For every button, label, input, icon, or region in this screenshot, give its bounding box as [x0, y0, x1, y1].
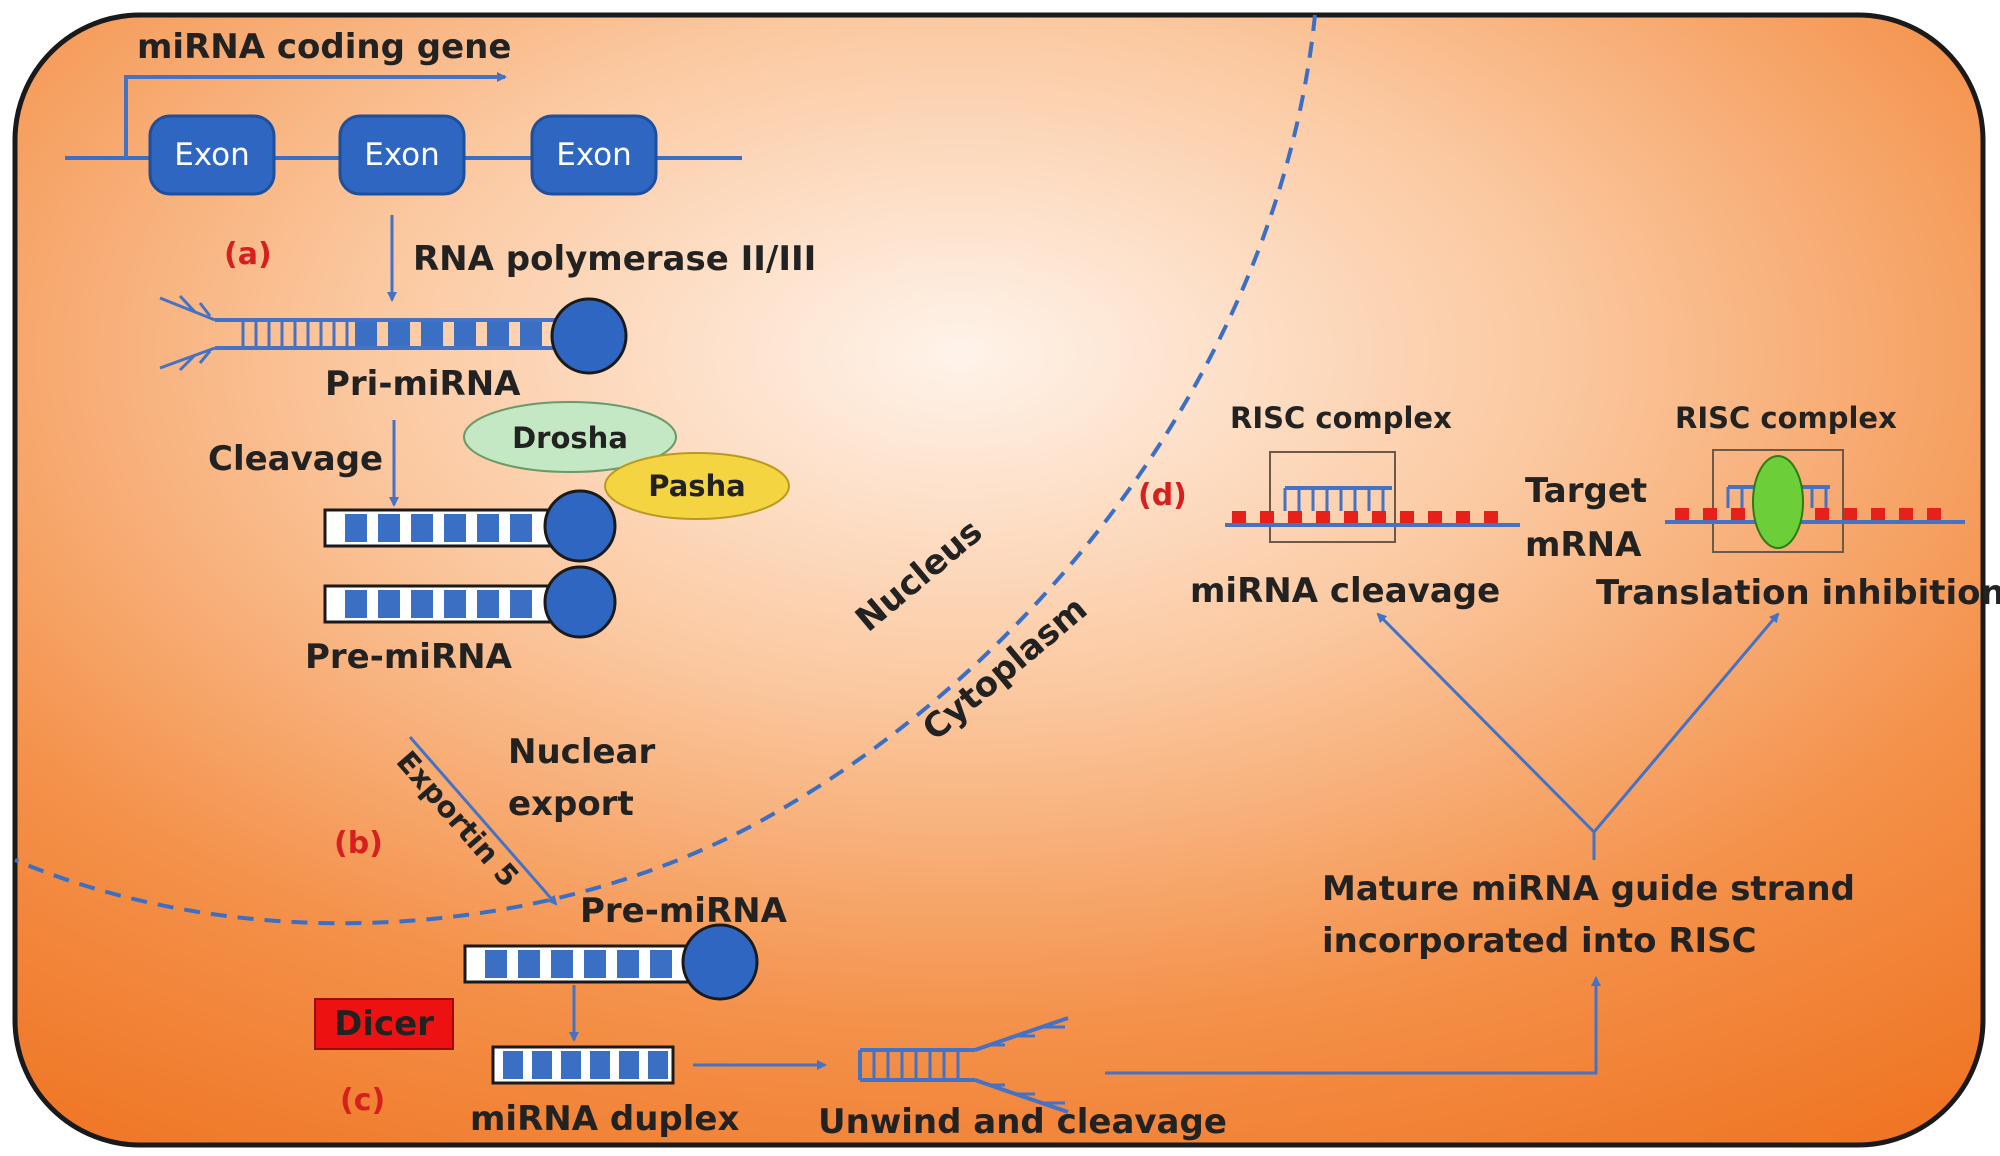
- exon-3: Exon: [530, 114, 658, 196]
- pri-mirna-hairpin: [159, 294, 628, 375]
- step-b-label: (b): [334, 826, 383, 861]
- pre-mirna-hairpin-1: [323, 489, 617, 563]
- target-mrna-line2: mRNA: [1525, 525, 1642, 565]
- unwind-label: Unwind and cleavage: [818, 1102, 1227, 1142]
- pri-mirna-label: Pri-miRNA: [325, 364, 521, 404]
- cleavage-label: Cleavage: [208, 439, 383, 479]
- svg-text:Exon: Exon: [364, 137, 440, 173]
- mature-mirna-line2: incorporated into RISC: [1322, 921, 1757, 961]
- risc-complex-cleavage: [1225, 451, 1520, 543]
- duplex-label: miRNA duplex: [470, 1099, 739, 1139]
- unwind-to-risc-arrow: [1105, 976, 1601, 1075]
- mirna-gene: Exon Exon Exon: [65, 72, 742, 196]
- risc-complex-label-1: RISC complex: [1230, 401, 1452, 435]
- pasha-protein: Pasha: [604, 452, 790, 520]
- svg-text:Drosha: Drosha: [512, 421, 628, 455]
- mirna-cleavage-label: miRNA cleavage: [1190, 571, 1500, 611]
- export-arrow: [408, 736, 558, 906]
- translation-inhibition-label: Translation inhibition: [1596, 573, 2000, 613]
- polymerase-label: RNA polymerase II/III: [413, 239, 816, 279]
- risc-complex-label-2: RISC complex: [1675, 401, 1897, 435]
- mature-mirna-line1: Mature miRNA guide strand: [1322, 869, 1855, 909]
- svg-text:Exon: Exon: [556, 137, 632, 173]
- svg-text:Exon: Exon: [174, 137, 250, 173]
- unwinding-duplex: [858, 1016, 1069, 1114]
- nuclear-export-label-line1: Nuclear: [508, 732, 655, 772]
- drosha-protein: Drosha: [463, 401, 677, 473]
- risc-complex-inhibition: [1665, 449, 1965, 553]
- svg-text:Dicer: Dicer: [334, 1004, 434, 1044]
- pre-mirna-label-nucleus: Pre-miRNA: [305, 637, 513, 677]
- exon-2: Exon: [338, 114, 466, 196]
- step-c-label: (c): [340, 1083, 385, 1118]
- nuclear-export-label-line2: export: [508, 784, 634, 824]
- pre-mirna-hairpin-2: [323, 565, 617, 639]
- exon-1: Exon: [148, 114, 276, 196]
- step-a-label: (a): [224, 237, 272, 272]
- target-mrna-line1: Target: [1525, 471, 1647, 511]
- gene-label: miRNA coding gene: [137, 27, 511, 67]
- step-d-label: (d): [1138, 478, 1187, 513]
- dicer-enzyme: Dicer: [314, 998, 454, 1050]
- mirna-duplex: [491, 1045, 675, 1085]
- cell-background: [12, 12, 1986, 1148]
- branch-to-inhibition-arrow: [1592, 612, 1780, 833]
- pre-mirna-label-cytoplasm: Pre-miRNA: [580, 891, 788, 931]
- nuclear-membrane: [14, 14, 1317, 926]
- svg-text:Pasha: Pasha: [648, 469, 746, 503]
- pre-mirna-hairpin-cytoplasm: [463, 923, 759, 1001]
- branch-to-cleavage-arrow: [1376, 612, 1596, 834]
